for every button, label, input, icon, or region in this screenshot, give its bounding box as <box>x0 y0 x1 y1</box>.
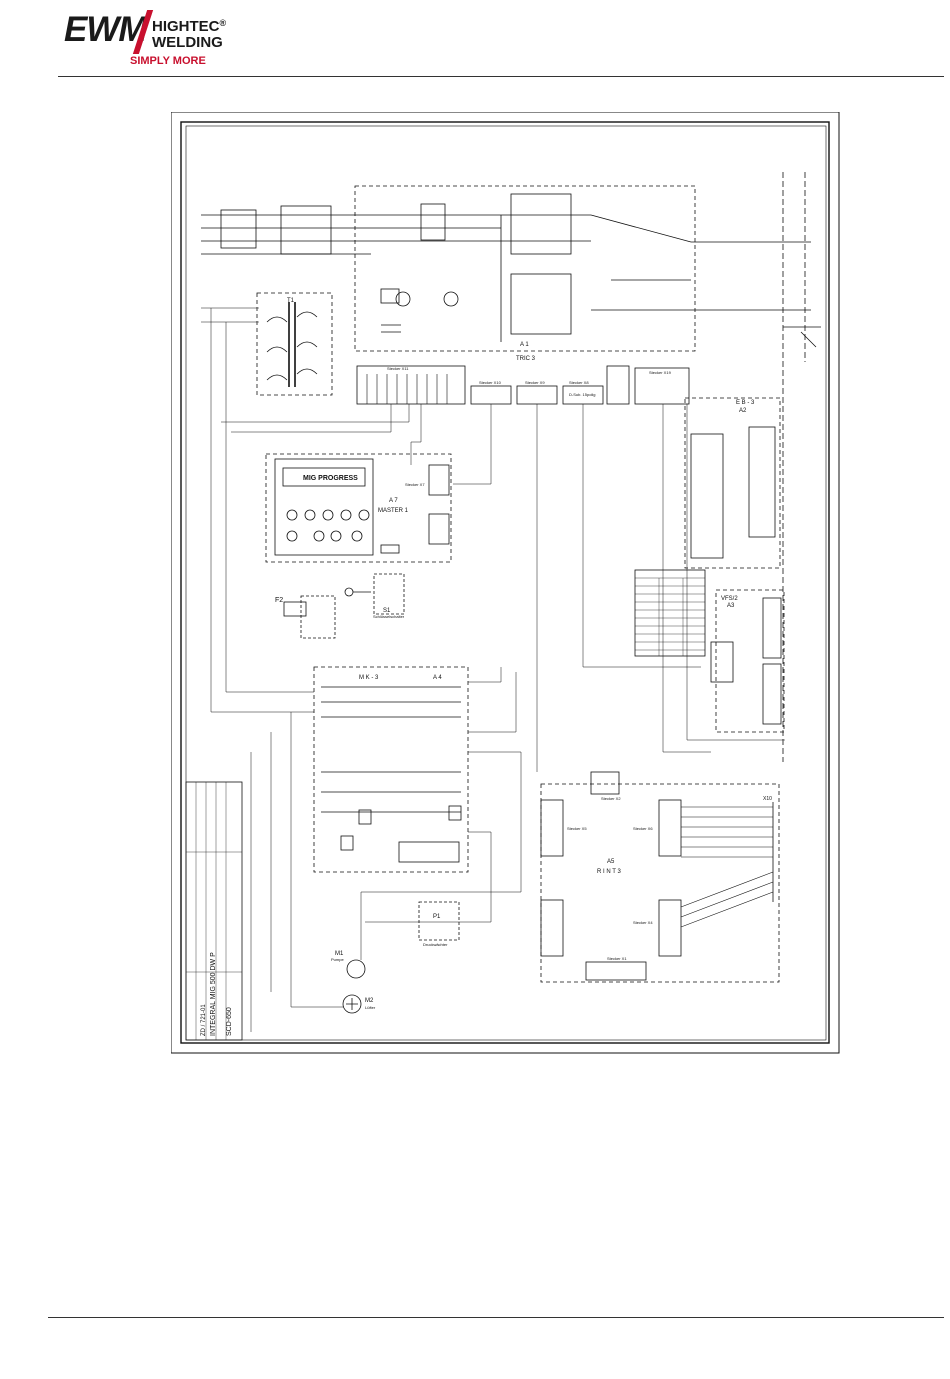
header-rule <box>58 76 944 77</box>
label-fuse-f2: F2 <box>275 597 283 604</box>
label-plug-x11: Stecker X11 <box>387 366 409 371</box>
label-transformer: T1 <box>287 298 295 304</box>
label-fan-desc: Lüfter <box>365 1005 376 1010</box>
label-panel-title: MIG PROGRESS <box>303 475 358 482</box>
logo-tagline: SIMPLY MORE <box>130 55 206 67</box>
label-plug-x10: Stecker X10 <box>479 380 502 385</box>
transformer-box <box>256 292 333 396</box>
module-a4-box <box>313 666 469 873</box>
label-a1: A 1 <box>520 342 529 348</box>
label-pressure-switch: P1 <box>433 914 441 920</box>
title-block-title: INTEGRAL MIG 500 DW P <box>210 952 217 1036</box>
label-a7: A 7 <box>389 498 398 504</box>
pin-assignment-table <box>634 569 706 657</box>
label-switch-s1: S1 <box>383 608 391 614</box>
module-a2-box <box>684 397 781 569</box>
label-plug-x2: Stecker X2 <box>601 796 621 801</box>
module-a1-box <box>354 185 696 352</box>
label-plug-x8: Stecker X8 <box>569 380 589 385</box>
label-switch-s1-desc: Schlüsselschalter <box>373 614 405 619</box>
logo-line1: HIGHTEC® <box>152 18 227 35</box>
control-panel-face <box>274 458 374 556</box>
logo-brand: EWM <box>64 10 148 49</box>
label-a5: A5 <box>607 859 615 865</box>
label-a2-name: E B - 3 <box>736 400 755 406</box>
module-a7-box <box>265 453 452 563</box>
wiring-diagram: A 1 TRIC 3 A 7 MASTER 1 MIG PROGRESS A 4… <box>170 111 840 1054</box>
label-a3: A3 <box>727 603 735 609</box>
label-a1-name: TRIC 3 <box>516 356 536 362</box>
footer-rule <box>48 1317 944 1318</box>
label-plug-x7: Stecker X7 <box>405 482 425 487</box>
fan-symbol <box>342 994 362 1014</box>
title-block <box>185 781 243 1041</box>
label-terminal-x10: X10 <box>763 796 772 802</box>
label-plug-x1: Stecker X1 <box>607 956 627 961</box>
label-a3-name: VFS/2 <box>721 596 738 602</box>
label-pump-desc: Pumpe <box>331 957 344 962</box>
title-block-drawing-number: ZD / 721-01 <box>201 1004 207 1036</box>
module-a5-box <box>540 783 780 983</box>
label-plug-x6: Stecker X6 <box>633 826 653 831</box>
pump-symbol <box>346 959 366 979</box>
label-pump: M1 <box>335 951 344 957</box>
label-pressure-switch-desc: Druckwächter <box>423 942 448 947</box>
label-plug-x5: Stecker X5 <box>567 826 587 831</box>
logo-line2: WELDING <box>152 34 223 51</box>
label-fan: M2 <box>365 998 374 1004</box>
title-block-subtitle: SCD-650 <box>226 1007 233 1036</box>
label-a2: A2 <box>739 408 747 414</box>
label-dsub: D-Sub. 15polig <box>569 392 595 397</box>
label-plug-x9: Stecker X9 <box>525 380 545 385</box>
label-a7-name: MASTER 1 <box>378 508 409 514</box>
ewm-logo: EWM HIGHTEC® WELDING SIMPLY MORE <box>64 6 254 70</box>
label-plug-x4: Stecker X4 <box>633 920 653 925</box>
label-a4: A 4 <box>433 675 442 681</box>
label-plug-x19: Stecker X19 <box>649 370 672 375</box>
label-a4-name: M K - 3 <box>359 675 379 681</box>
label-a5-name: R I N T 3 <box>597 869 621 875</box>
